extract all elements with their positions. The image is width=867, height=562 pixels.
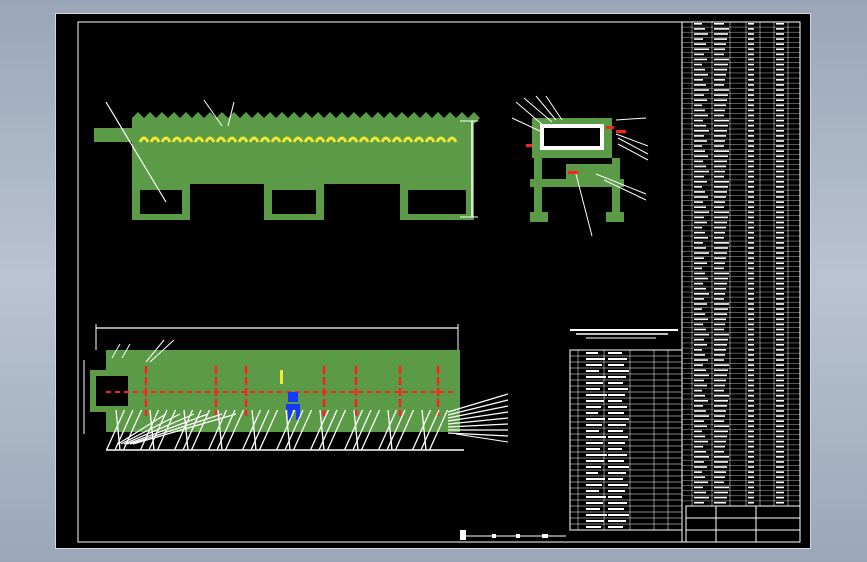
cad-drawing <box>77 21 801 543</box>
leader-fan <box>105 409 449 451</box>
side-view <box>511 95 649 237</box>
base-beam <box>132 154 474 184</box>
motor-symbol <box>286 392 300 420</box>
inlet-chute <box>94 128 136 142</box>
spiral-flights <box>138 136 458 143</box>
section-markers <box>144 366 440 416</box>
parts-list <box>569 329 683 531</box>
drawing-sheet <box>55 13 811 549</box>
plan-view <box>83 324 509 451</box>
right-leaders <box>447 393 509 443</box>
elevation-view <box>94 99 480 220</box>
tank-serrated-top <box>132 112 480 124</box>
bom-table <box>681 21 801 543</box>
scale-bar <box>460 530 566 540</box>
